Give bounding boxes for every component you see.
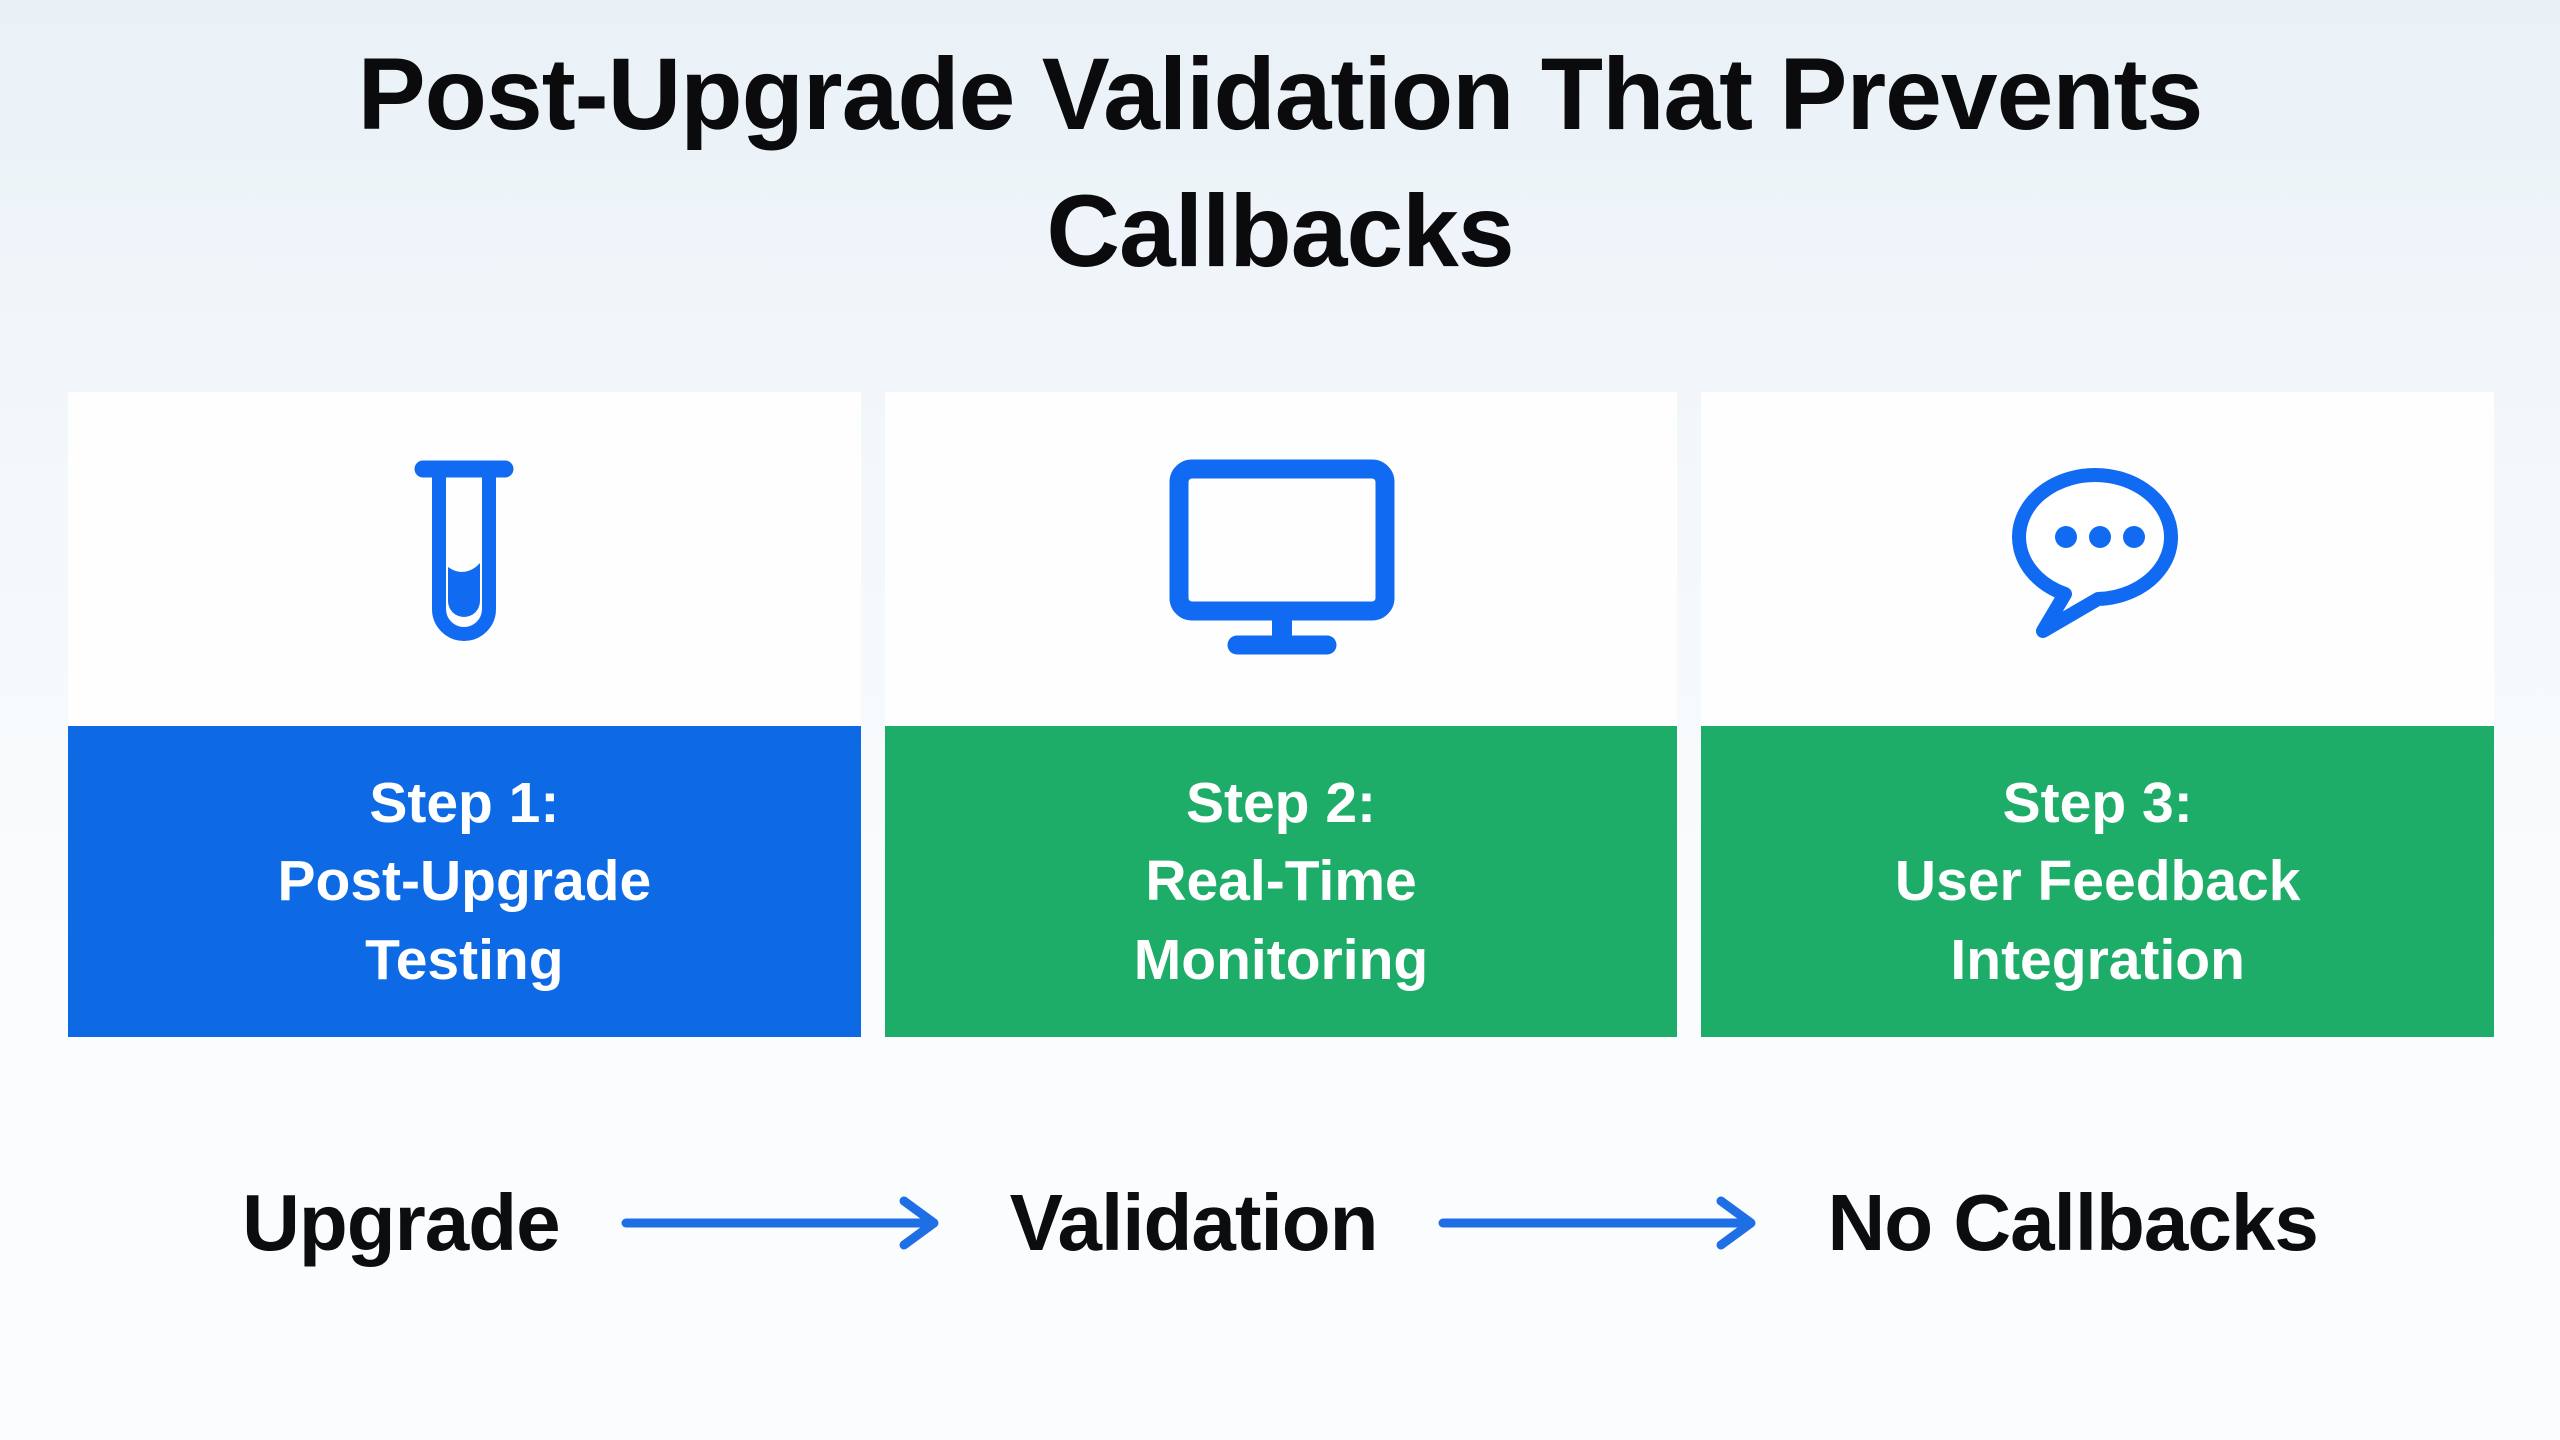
- step-2-line-1: Step 2:: [1185, 771, 1377, 836]
- step-3-line-3: Integration: [1950, 927, 2245, 992]
- steps-row: Step 1: Post-Upgrade Testing Step 2: Rea…: [68, 392, 2495, 1037]
- step-3-line-2: User Feedback: [1894, 849, 2301, 914]
- step-1-line-3: Testing: [365, 927, 564, 992]
- flow-row: Upgrade Validation No Callbacks: [0, 1158, 2560, 1288]
- arrow-right-icon: [621, 1196, 939, 1250]
- page-title: Post-Upgrade Validation That Prevents Ca…: [357, 37, 2204, 288]
- flow-label-validation: Validation: [1009, 1178, 1379, 1267]
- arrow-right-icon: [1438, 1196, 1756, 1250]
- step-2-icon-area: [885, 392, 1678, 726]
- flow-label-no-callbacks: No Callbacks: [1827, 1178, 2318, 1267]
- step-card-2: Step 2: Real-Time Monitoring: [884, 392, 1678, 1037]
- test-tube-icon: [414, 460, 514, 641]
- step-3-line-1: Step 3:: [2002, 771, 2193, 836]
- step-3-icon-area: [1701, 392, 2494, 726]
- step-1-line-2: Post-Upgrade: [277, 849, 652, 914]
- step-2-label-band: Step 2: Real-Time Monitoring: [884, 726, 1678, 1037]
- step-card-1: Step 1: Post-Upgrade Testing: [68, 392, 861, 1037]
- monitor-icon: [1169, 459, 1394, 654]
- flow-label-upgrade: Upgrade: [242, 1178, 560, 1267]
- step-1-line-1: Step 1:: [369, 771, 560, 836]
- step-2-line-2: Real-Time: [1145, 849, 1417, 914]
- step-1-label-band: Step 1: Post-Upgrade Testing: [68, 726, 861, 1037]
- chat-bubble-icon: [2011, 468, 2178, 638]
- step-2-line-3: Monitoring: [1133, 927, 1429, 992]
- step-1-icon-area: [68, 392, 861, 726]
- step-card-3: Step 3: User Feedback Integration: [1701, 392, 2495, 1037]
- step-3-label-band: Step 3: User Feedback Integration: [1701, 726, 2495, 1037]
